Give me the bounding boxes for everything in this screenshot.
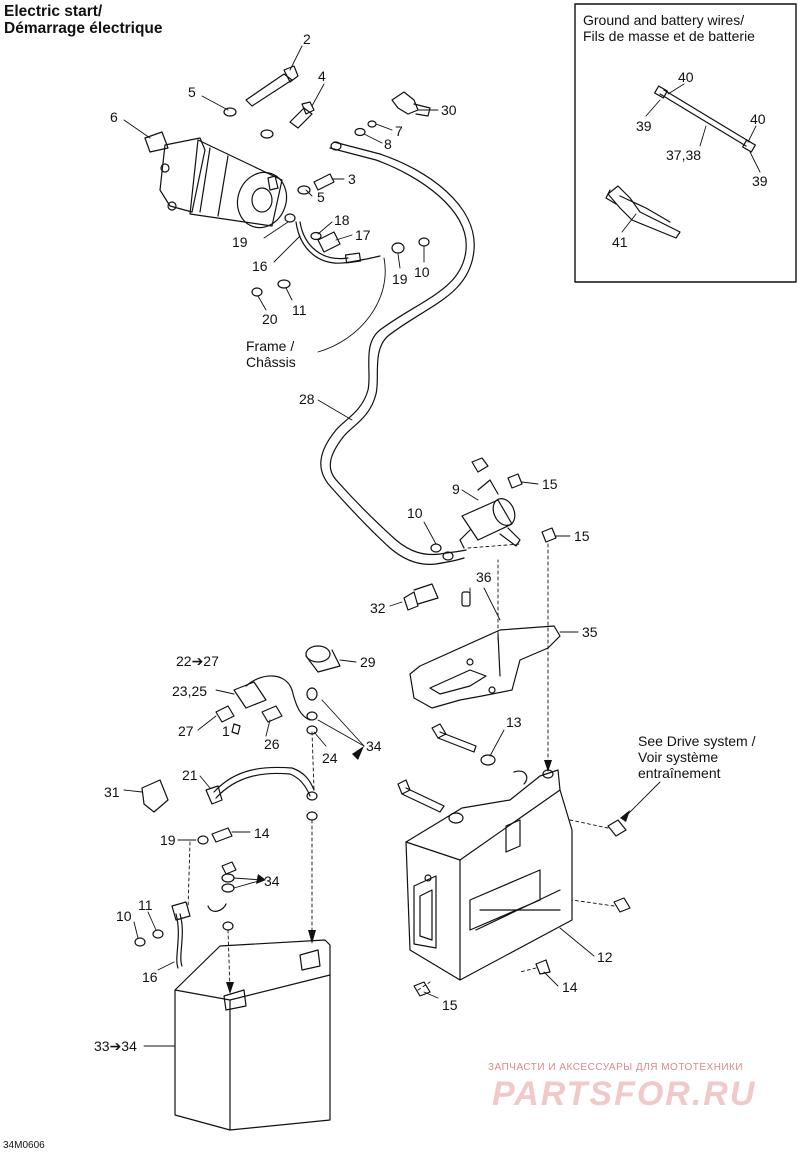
- callout-3: 3: [348, 171, 356, 187]
- callout-15-a: 15: [542, 476, 558, 492]
- callout-39-b: 39: [752, 173, 768, 189]
- callout-8: 8: [384, 136, 392, 152]
- callout-10-battery: 10: [116, 908, 132, 924]
- callout-11-frame: 11: [292, 302, 307, 318]
- crimping-tool-41: [605, 185, 681, 239]
- battery-fasteners: [134, 827, 237, 947]
- watermark-logo: PARTSFOR.RU: [492, 1075, 757, 1113]
- callout-12: 12: [597, 949, 613, 965]
- inset-ground-wire: [654, 85, 756, 153]
- title-line-2: Démarrage électrique: [4, 20, 163, 37]
- callout-15-b: 15: [574, 528, 590, 544]
- callout-24: 24: [322, 750, 338, 766]
- callout-34-a: 34: [366, 738, 382, 754]
- battery-tray-12: [405, 769, 573, 981]
- callout-2: 2: [303, 31, 311, 47]
- callout-27: 27: [178, 723, 194, 739]
- callout-41: 41: [612, 234, 628, 250]
- tray-bolts: [397, 723, 631, 975]
- callout-17: 17: [355, 227, 371, 243]
- inset-title: Ground and battery wires/ Fils de masse …: [583, 12, 755, 44]
- callout-29: 29: [360, 654, 376, 670]
- callout-5-top: 5: [188, 84, 196, 100]
- callout-16-top: 16: [252, 258, 268, 274]
- callout-11-battery: 11: [138, 897, 153, 913]
- callout-37-38: 37,38: [666, 147, 701, 163]
- callout-19-frame: 19: [392, 271, 408, 287]
- starter-fasteners: [223, 65, 430, 297]
- callout-20: 20: [262, 311, 278, 327]
- bracket-35: [409, 625, 561, 709]
- callout-10-solenoid: 10: [407, 505, 423, 521]
- frame-note-line-1: Frame /: [246, 338, 295, 354]
- callout-30: 30: [441, 102, 457, 118]
- callout-35: 35: [582, 624, 598, 640]
- drive-note-line-1: See Drive system /: [638, 733, 756, 749]
- cable-28: [320, 141, 475, 565]
- callout-23-25: 23,25: [172, 683, 207, 699]
- callout-36: 36: [476, 569, 492, 585]
- callout-22-27: 22➔27: [176, 653, 219, 669]
- clip-36: [461, 591, 471, 607]
- callout-18: 18: [334, 212, 350, 228]
- solenoid-9: [430, 479, 521, 561]
- callout-19-battery: 19: [160, 832, 176, 848]
- callout-4: 4: [318, 68, 326, 84]
- callout-19-starter: 19: [232, 234, 248, 250]
- callout-33-34: 33➔34: [94, 1038, 137, 1054]
- frame-note-line-2: Châssis: [246, 354, 296, 370]
- callout-10-frame: 10: [414, 264, 430, 280]
- callout-13: 13: [506, 714, 522, 730]
- terminal-boot-30: [391, 91, 431, 117]
- callout-39-a: 39: [636, 118, 652, 134]
- battery-33: [174, 939, 331, 1131]
- inset-title-line-1: Ground and battery wires/: [583, 12, 745, 28]
- callout-26: 26: [264, 736, 280, 752]
- callout-32: 32: [370, 600, 386, 616]
- terminal-cap-32: [403, 583, 439, 611]
- nuts-15: [413, 457, 557, 997]
- callout-21: 21: [182, 767, 198, 783]
- inset-frame: [574, 3, 797, 283]
- drive-note-line-3: entraînement: [638, 765, 721, 781]
- cable-21: [205, 766, 318, 821]
- inset-title-line-2: Fils de masse et de batterie: [583, 28, 755, 44]
- callout-5-side: 5: [317, 189, 325, 205]
- frame-note: Frame / Châssis: [246, 338, 296, 370]
- callout-15-c: 15: [442, 997, 458, 1013]
- callout-40-b: 40: [750, 111, 766, 127]
- callout-14-b: 14: [562, 979, 578, 995]
- watermark-tagline: ЗАПЧАСТИ И АКСЕССУАРЫ ДЛЯ МОТОТЕХНИКИ: [488, 1062, 744, 1073]
- title-line-1: Electric start/: [4, 3, 103, 20]
- callout-28: 28: [299, 391, 315, 407]
- callout-6: 6: [110, 109, 118, 125]
- callout-9: 9: [452, 481, 460, 497]
- callout-16-battery: 16: [142, 969, 158, 985]
- cap-29: [305, 645, 341, 673]
- starter-motor: [144, 131, 288, 229]
- terminal-cover-31: [141, 779, 169, 813]
- drive-system-note: See Drive system / Voir système entraîne…: [638, 733, 755, 781]
- callout-31: 31: [104, 784, 120, 800]
- ground-cable-16-battery: [171, 901, 227, 969]
- callout-1: 1: [222, 723, 230, 739]
- callout-34-b: 34: [264, 873, 280, 889]
- diagram-title: Electric start/ Démarrage électrique: [4, 3, 163, 37]
- callout-7: 7: [395, 123, 403, 139]
- drive-note-line-2: Voir système: [638, 749, 719, 765]
- drawing-code: 34M0606: [3, 1140, 45, 1151]
- fuse-holder-23-25: [215, 675, 318, 735]
- callout-14-a: 14: [254, 825, 270, 841]
- callout-40-a: 40: [678, 69, 694, 85]
